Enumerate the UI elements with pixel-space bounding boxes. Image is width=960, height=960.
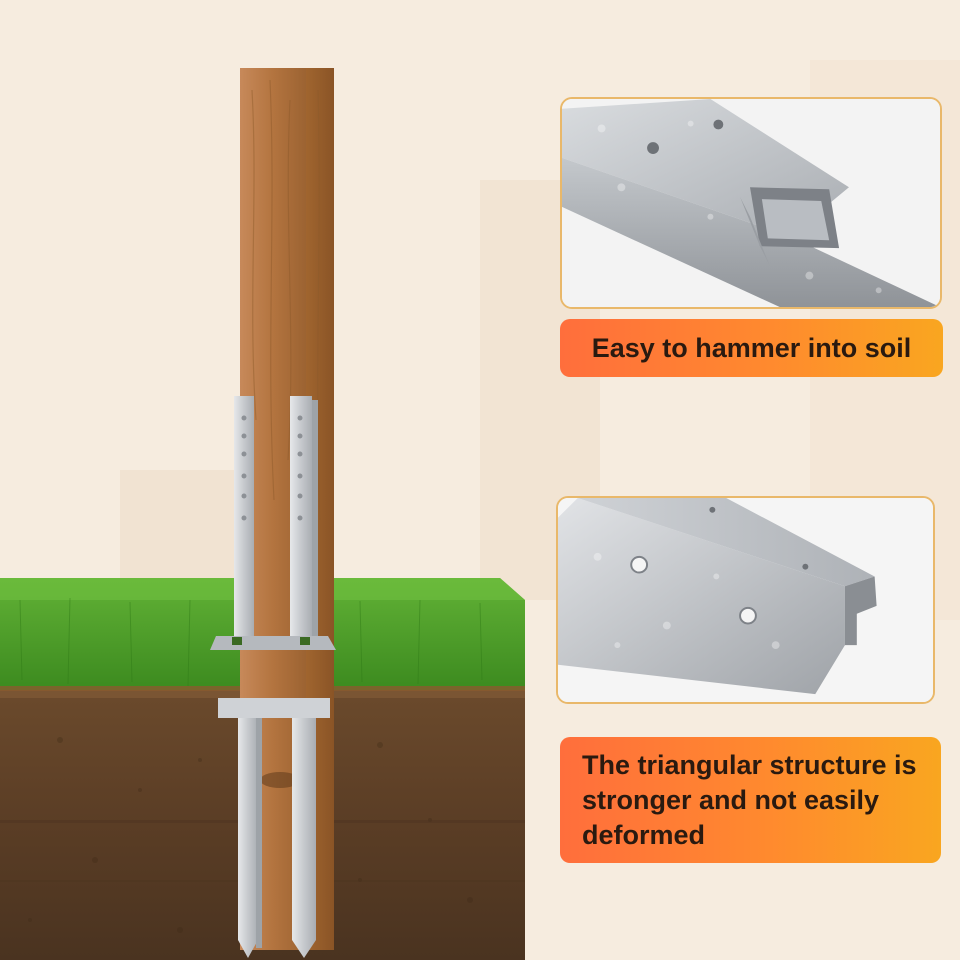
- closeup-panel-square-tube: [560, 97, 942, 309]
- callout-bottom-text: The triangular structure is stronger and…: [582, 749, 917, 850]
- callout-triangular-structure: The triangular structure is stronger and…: [560, 737, 941, 863]
- square-tube-closeup-icon: [562, 99, 940, 307]
- metal-spike-anchor-icon: [210, 396, 336, 650]
- closeup-panel-angle-iron: [556, 496, 935, 704]
- angle-iron-closeup-icon: [558, 498, 933, 702]
- callout-easy-to-hammer: Easy to hammer into soil: [560, 319, 943, 377]
- callout-top-text: Easy to hammer into soil: [591, 332, 912, 363]
- metal-spike-underground-icon: [218, 698, 330, 958]
